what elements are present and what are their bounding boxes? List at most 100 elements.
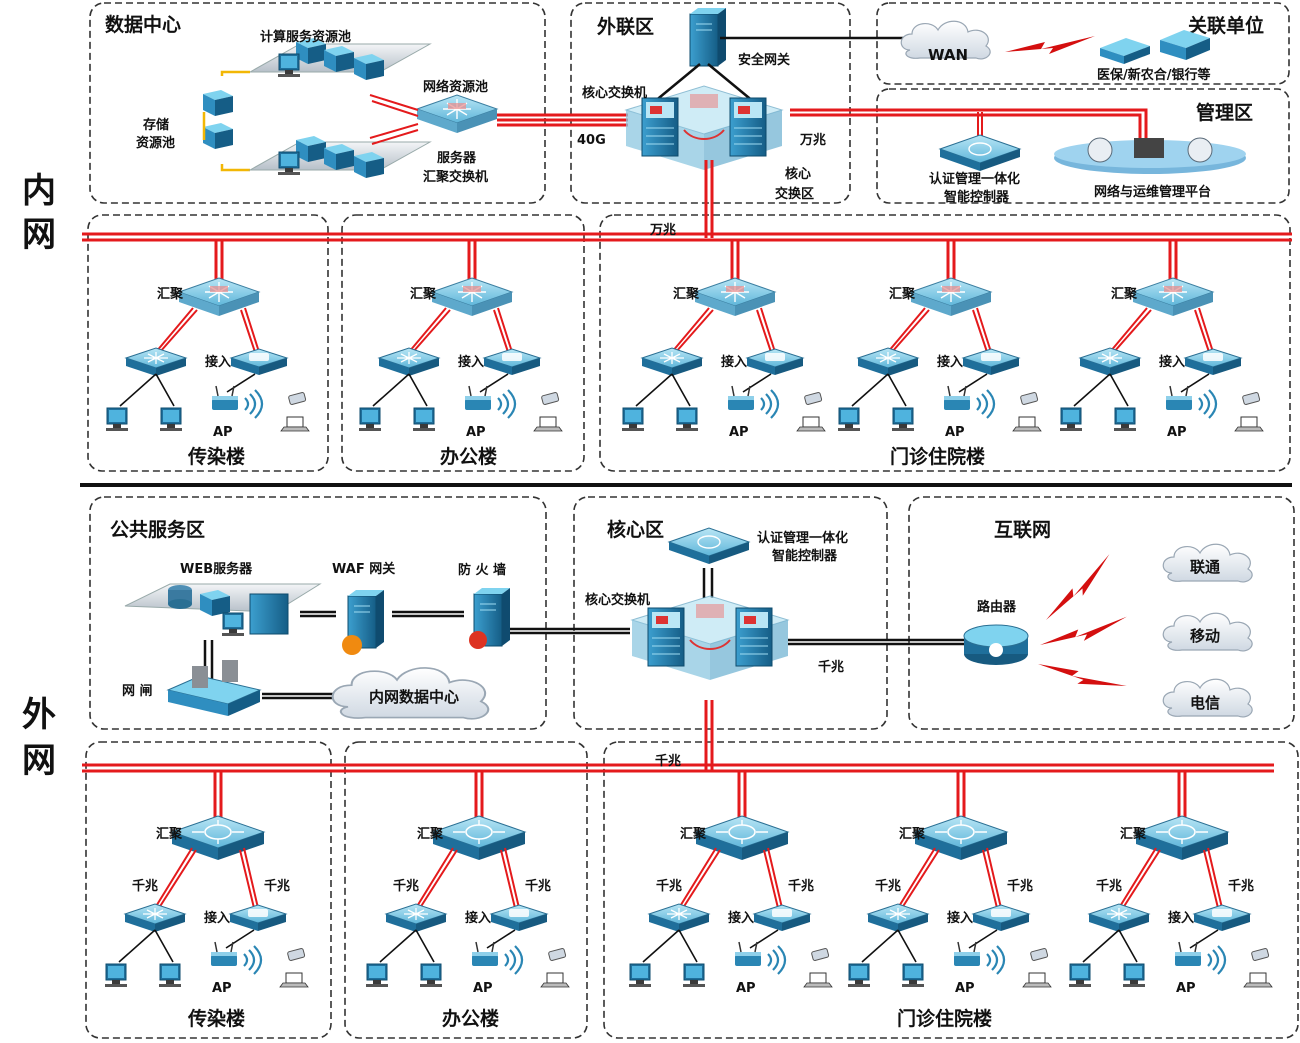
pc-icon — [837, 407, 861, 432]
server-agg-label-1: 服务器 — [437, 150, 477, 166]
pc-icon — [105, 407, 129, 432]
access-label: 接入 — [728, 910, 754, 926]
inner-building-clusters: 汇聚接入AP传染楼汇聚接入AP办公楼汇聚接入AP门诊住院楼汇聚接入AP汇聚接入A… — [105, 240, 1264, 468]
outer-core-switch-icon — [631, 595, 789, 681]
inner-backbone — [82, 232, 1292, 242]
pc-icon — [891, 407, 915, 432]
pc-link — [118, 929, 174, 963]
access-label: 接入 — [205, 354, 231, 370]
laptop-icon — [280, 416, 310, 432]
partner-orgs-label: 医保/新农合/银行等 — [1097, 67, 1211, 83]
outer-building-zone-1 — [85, 741, 332, 1039]
server-icon — [324, 144, 354, 170]
wireless-ap-icon — [726, 384, 780, 420]
mobile-phone-icon — [286, 947, 306, 962]
gig-link-label: 千兆 — [1007, 878, 1033, 894]
ap-label: AP — [736, 981, 756, 996]
gig-link-label: 千兆 — [788, 878, 814, 894]
ap-link — [742, 373, 772, 393]
access-label: 接入 — [204, 910, 230, 926]
agg-access-link — [897, 847, 940, 909]
outer-core-downlink — [704, 700, 714, 770]
agg-uplink — [956, 771, 966, 824]
outer-controller-label-1: 认证管理一体化 — [757, 530, 848, 546]
gig-link-label: 千兆 — [1096, 878, 1122, 894]
inner-network-label-1: 内 — [22, 171, 56, 211]
outer-network-label-1: 外 — [22, 695, 56, 735]
ap-link — [225, 929, 255, 949]
agg-uplink — [214, 240, 224, 284]
access-label: 接入 — [465, 910, 491, 926]
inner-core-link-label: 万兆 — [799, 132, 826, 148]
wireless-ap-icon — [733, 940, 787, 976]
agg-uplink — [946, 240, 956, 284]
internet-zone — [908, 496, 1295, 730]
pc-icon — [621, 407, 645, 432]
access-switch-icon — [1079, 347, 1141, 377]
access-switch-icon — [648, 903, 710, 933]
ap-link — [486, 929, 516, 949]
link-40g-label: 40G — [577, 133, 606, 148]
aggregation-switch-icon — [432, 815, 526, 861]
web-server-icon — [168, 585, 289, 637]
router-label: 路由器 — [977, 599, 1017, 615]
agg-label: 汇聚 — [157, 287, 184, 302]
wireless-ap-icon — [470, 940, 524, 976]
building-label: 门诊住院楼 — [897, 1007, 992, 1030]
pc-icon — [1122, 963, 1146, 988]
pc-link — [635, 373, 691, 407]
agg-label: 汇聚 — [410, 287, 437, 302]
agg-label: 汇聚 — [1120, 827, 1147, 842]
pc-link — [642, 929, 698, 963]
gig-link-label: 千兆 — [1228, 878, 1254, 894]
pc-link — [851, 373, 907, 407]
aggregation-switch-icon — [171, 815, 265, 861]
gig-link-label: 千兆 — [875, 878, 901, 894]
laptop-icon — [1234, 416, 1264, 432]
building-cluster: 汇聚千兆千兆接入AP — [847, 771, 1052, 996]
compute-server-icon — [324, 46, 354, 72]
building-label: 门诊住院楼 — [890, 445, 985, 468]
access-label: 接入 — [1159, 354, 1185, 370]
outer-core-link-label: 千兆 — [818, 659, 844, 675]
ap-label: AP — [212, 981, 232, 996]
outer-network-label-2: 网 — [22, 741, 56, 781]
agg-access-link — [154, 847, 197, 909]
firewall-flame-icon — [469, 631, 487, 649]
outer-building-clusters: 汇聚千兆千兆接入AP传染楼汇聚千兆千兆接入AP办公楼汇聚千兆千兆接入AP门诊住院… — [104, 771, 1273, 1030]
poe-switch-icon — [230, 348, 288, 376]
mgmt-title: 管理区 — [1196, 101, 1253, 124]
pc-link — [861, 929, 917, 963]
wireless-ap-icon — [1164, 384, 1218, 420]
outer-ac-controller-icon — [668, 527, 750, 565]
mgmt-platform-label: 网络与运维管理平台 — [1094, 184, 1211, 200]
security-gateway-label: 安全网关 — [738, 52, 790, 68]
ap-link — [226, 373, 256, 393]
agg-label: 汇聚 — [680, 827, 707, 842]
outer-backbone — [82, 763, 1274, 773]
agg-access-link — [887, 307, 930, 353]
firewall-label: 防 火 墙 — [458, 562, 506, 578]
poe-switch-icon — [1184, 348, 1242, 376]
web-server-label: WEB服务器 — [180, 561, 253, 577]
ap-link — [958, 373, 988, 393]
pc-icon — [675, 407, 699, 432]
mobile-phone-icon — [540, 391, 560, 406]
agg-label: 汇聚 — [673, 287, 700, 302]
laptop-icon — [1022, 972, 1052, 988]
outer-core-zone — [573, 496, 888, 730]
pc-icon — [419, 963, 443, 988]
wireless-ap-icon — [463, 384, 517, 420]
pool-link — [369, 94, 419, 145]
access-switch-icon — [867, 903, 929, 933]
mgmt-platform-icon — [1054, 137, 1246, 174]
access-switch-icon — [1088, 903, 1150, 933]
outer-building-zone-3 — [603, 741, 1299, 1039]
outer-building-zone-2 — [344, 741, 588, 1039]
poe-switch-icon — [483, 348, 541, 376]
pc-icon — [1113, 407, 1137, 432]
network-pool-label: 网络资源池 — [423, 79, 488, 95]
building-cluster: 汇聚千兆千兆接入AP — [1068, 771, 1273, 996]
